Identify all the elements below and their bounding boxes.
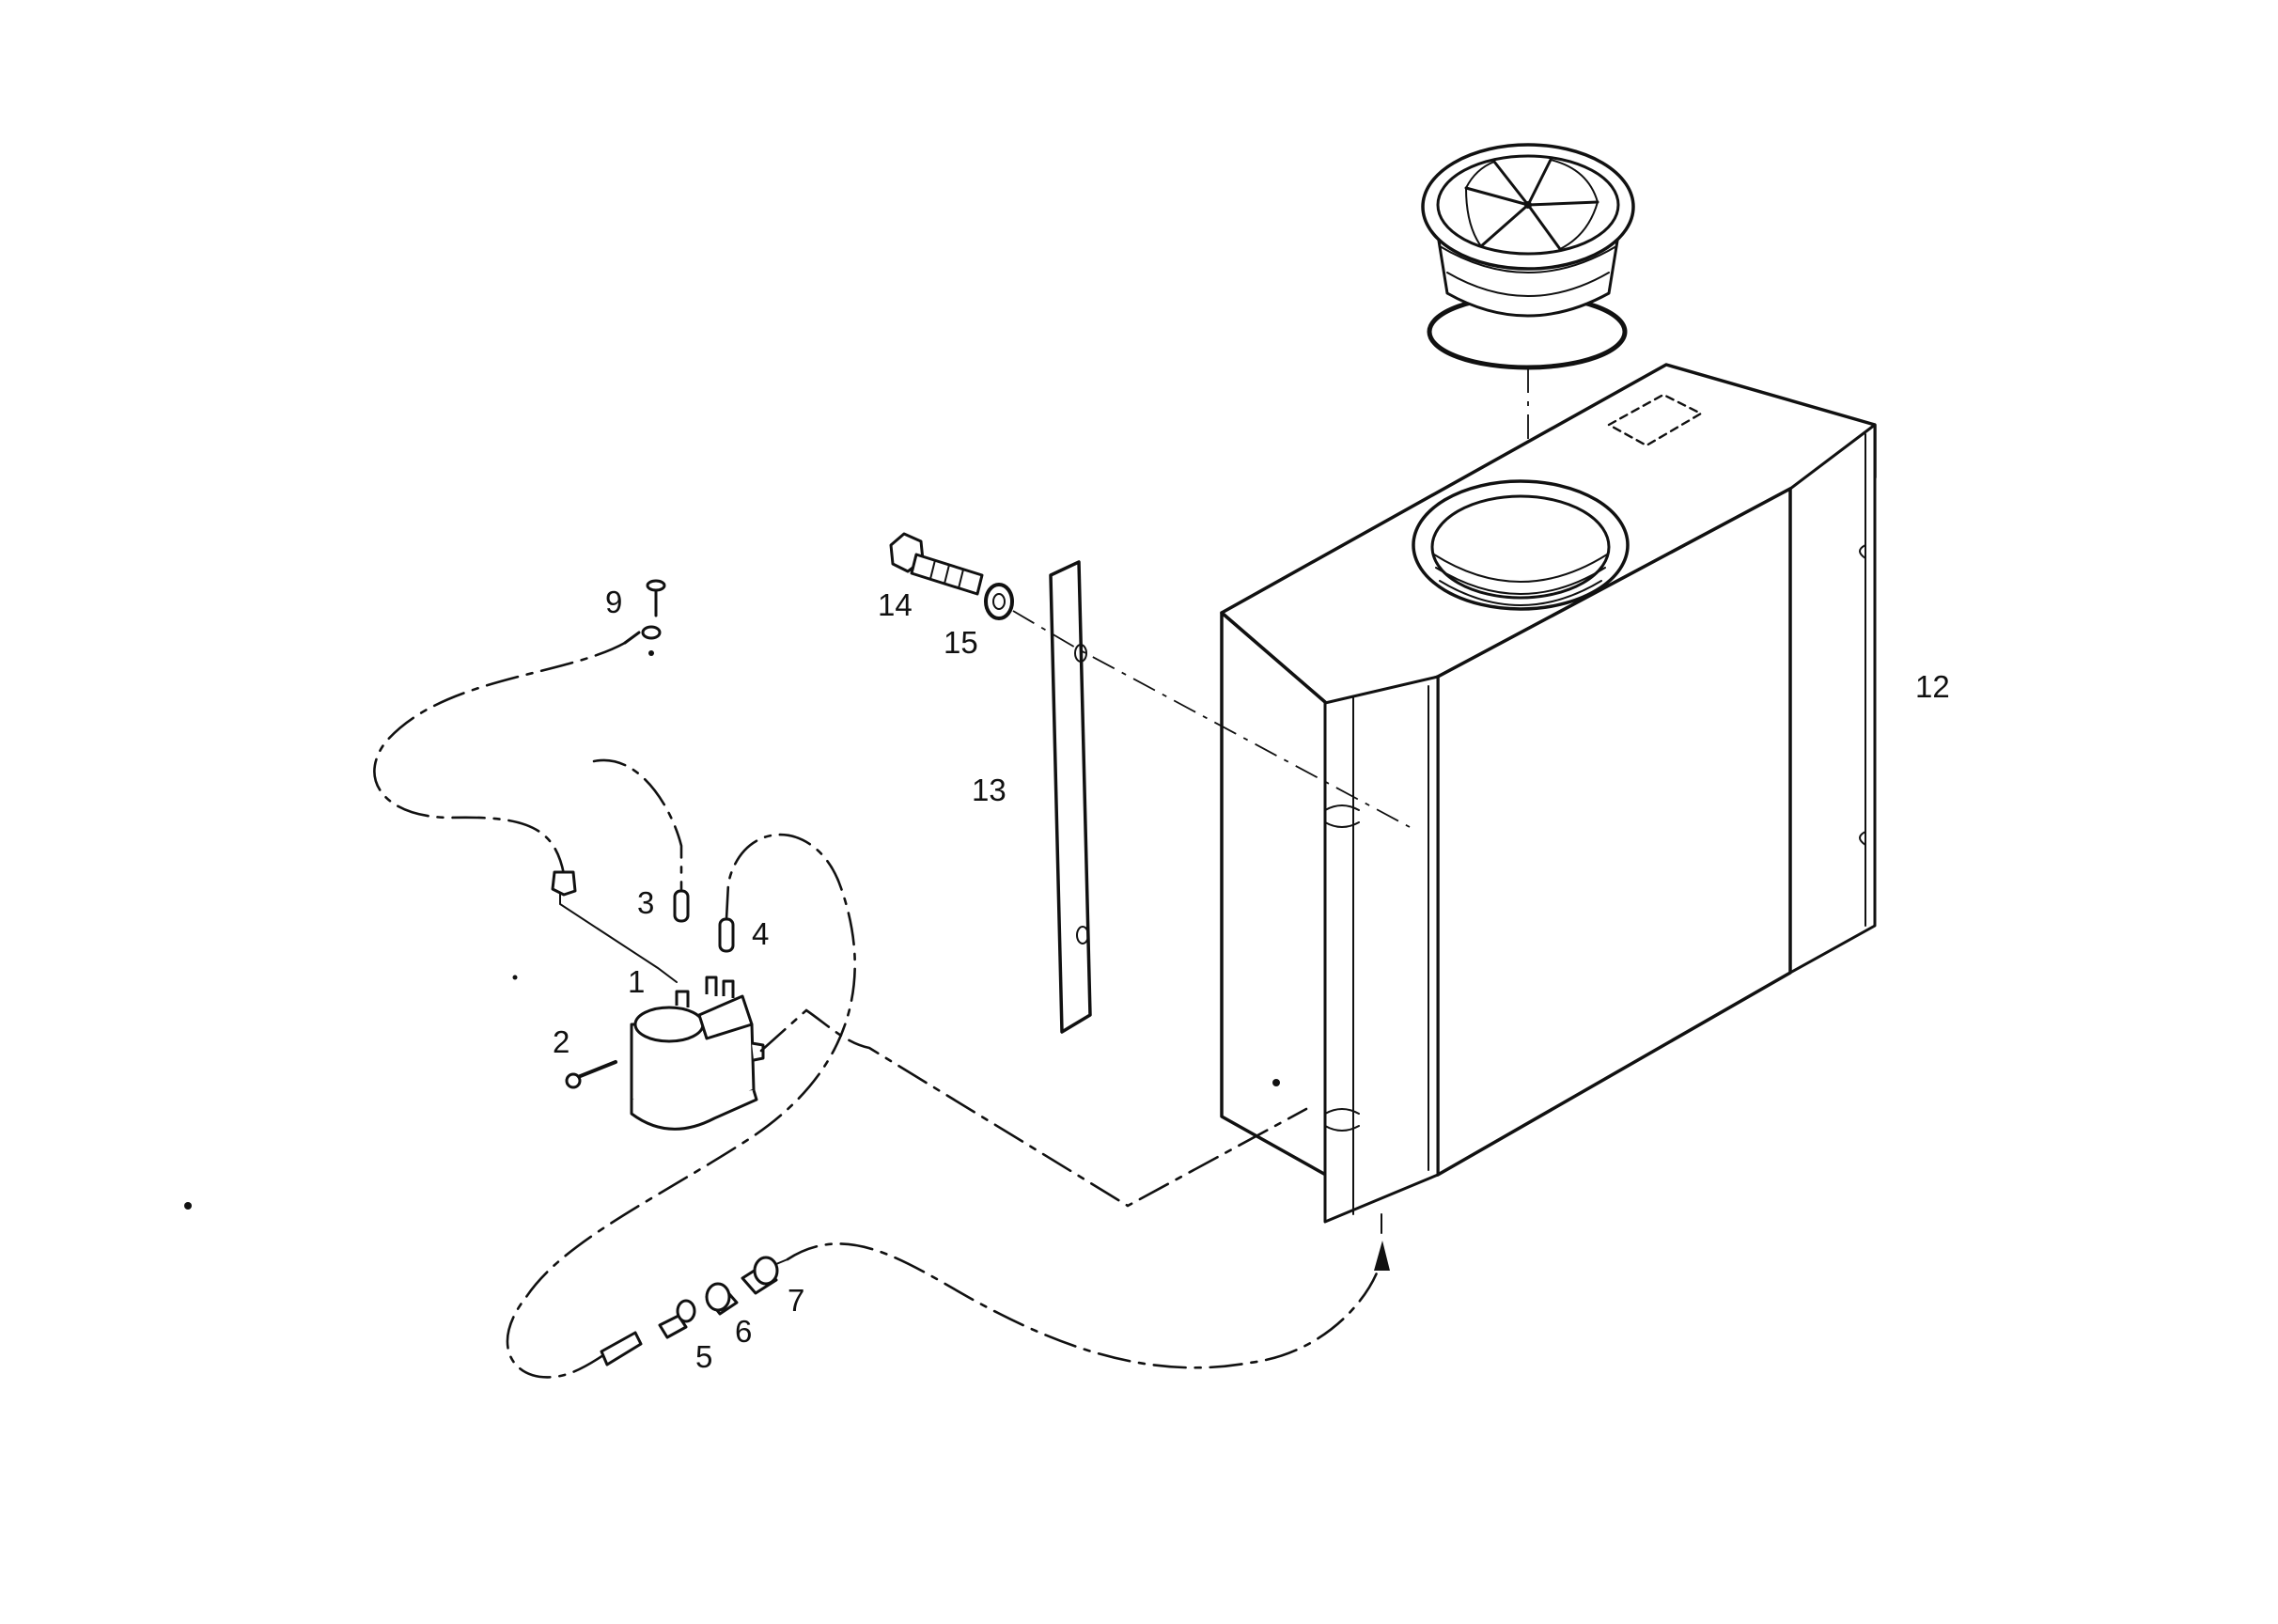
callout-5: 5	[695, 1339, 712, 1374]
callout-6: 6	[735, 1314, 752, 1349]
print-speck	[512, 975, 518, 980]
hose-3	[673, 889, 690, 923]
callout-7: 7	[788, 1283, 804, 1318]
fitting-5	[658, 1299, 696, 1339]
supply-hose-route	[786, 1242, 1383, 1369]
callout-2: 2	[553, 1024, 570, 1059]
hose-4	[718, 917, 735, 953]
callout-14: 14	[878, 587, 913, 622]
mounting-strap	[1049, 560, 1092, 1034]
washer-pump	[565, 976, 765, 1131]
callout-3: 3	[637, 885, 654, 920]
callout-15: 15	[944, 625, 978, 660]
print-speck	[184, 1202, 192, 1210]
pump-mount-line	[759, 1008, 1308, 1208]
fitting-6	[705, 1282, 739, 1316]
ground-lead-line	[373, 641, 627, 876]
bolt-axis-line	[1012, 610, 1411, 828]
electrical-plug	[551, 870, 577, 897]
filler-cap	[1421, 143, 1635, 370]
callout-1: 1	[628, 964, 645, 999]
ground-screw	[623, 579, 666, 656]
washer	[984, 583, 1014, 620]
callout-12: 12	[1915, 669, 1950, 704]
flow-arrow-icon	[1374, 1241, 1390, 1271]
hose-4-route	[506, 833, 856, 1379]
bolt	[889, 532, 984, 596]
hose-end	[600, 1331, 643, 1366]
callout-4: 4	[752, 916, 769, 951]
callout-13: 13	[972, 773, 1006, 807]
hose-3-route	[592, 758, 683, 893]
fitting-7	[741, 1256, 788, 1295]
callout-9: 9	[605, 585, 622, 619]
tank	[1220, 363, 1877, 1224]
